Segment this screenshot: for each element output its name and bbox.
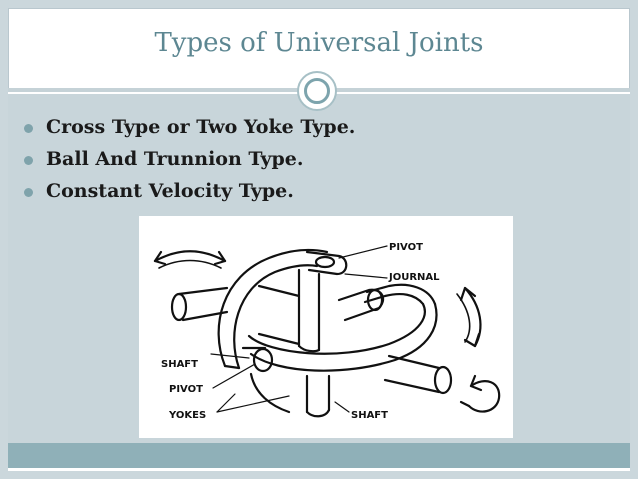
slide-title: Types of Universal Joints [154,28,484,58]
label-yokes: YOKES [168,410,206,421]
bullet-dot [24,156,33,165]
ring-ornament-inner [304,78,330,104]
bottom-band [8,443,630,468]
universal-joint-diagram: PIVOT JOURNAL SHAFT PIVOT YOKES SHAFT [139,216,513,438]
label-shaft-right: SHAFT [351,410,388,421]
bullet-dot [24,124,33,133]
label-pivot-left: PIVOT [169,384,203,395]
ring-ornament [297,71,337,111]
label-shaft-left: SHAFT [161,359,198,370]
label-journal: JOURNAL [388,272,440,283]
bullet-text: Ball And Trunnion Type. [46,148,304,170]
bullet-dot [24,188,33,197]
universal-joint-illustration: PIVOT JOURNAL SHAFT PIVOT YOKES SHAFT [153,242,501,421]
bullet-text: Cross Type or Two Yoke Type. [46,116,356,138]
bullet-item: Cross Type or Two Yoke Type. [20,113,355,145]
bullet-list: Cross Type or Two Yoke Type. Ball And Tr… [20,113,355,209]
label-pivot-top: PIVOT [389,242,423,253]
bullet-text: Constant Velocity Type. [46,180,294,202]
bullet-item: Constant Velocity Type. [20,177,355,209]
bullet-item: Ball And Trunnion Type. [20,145,355,177]
